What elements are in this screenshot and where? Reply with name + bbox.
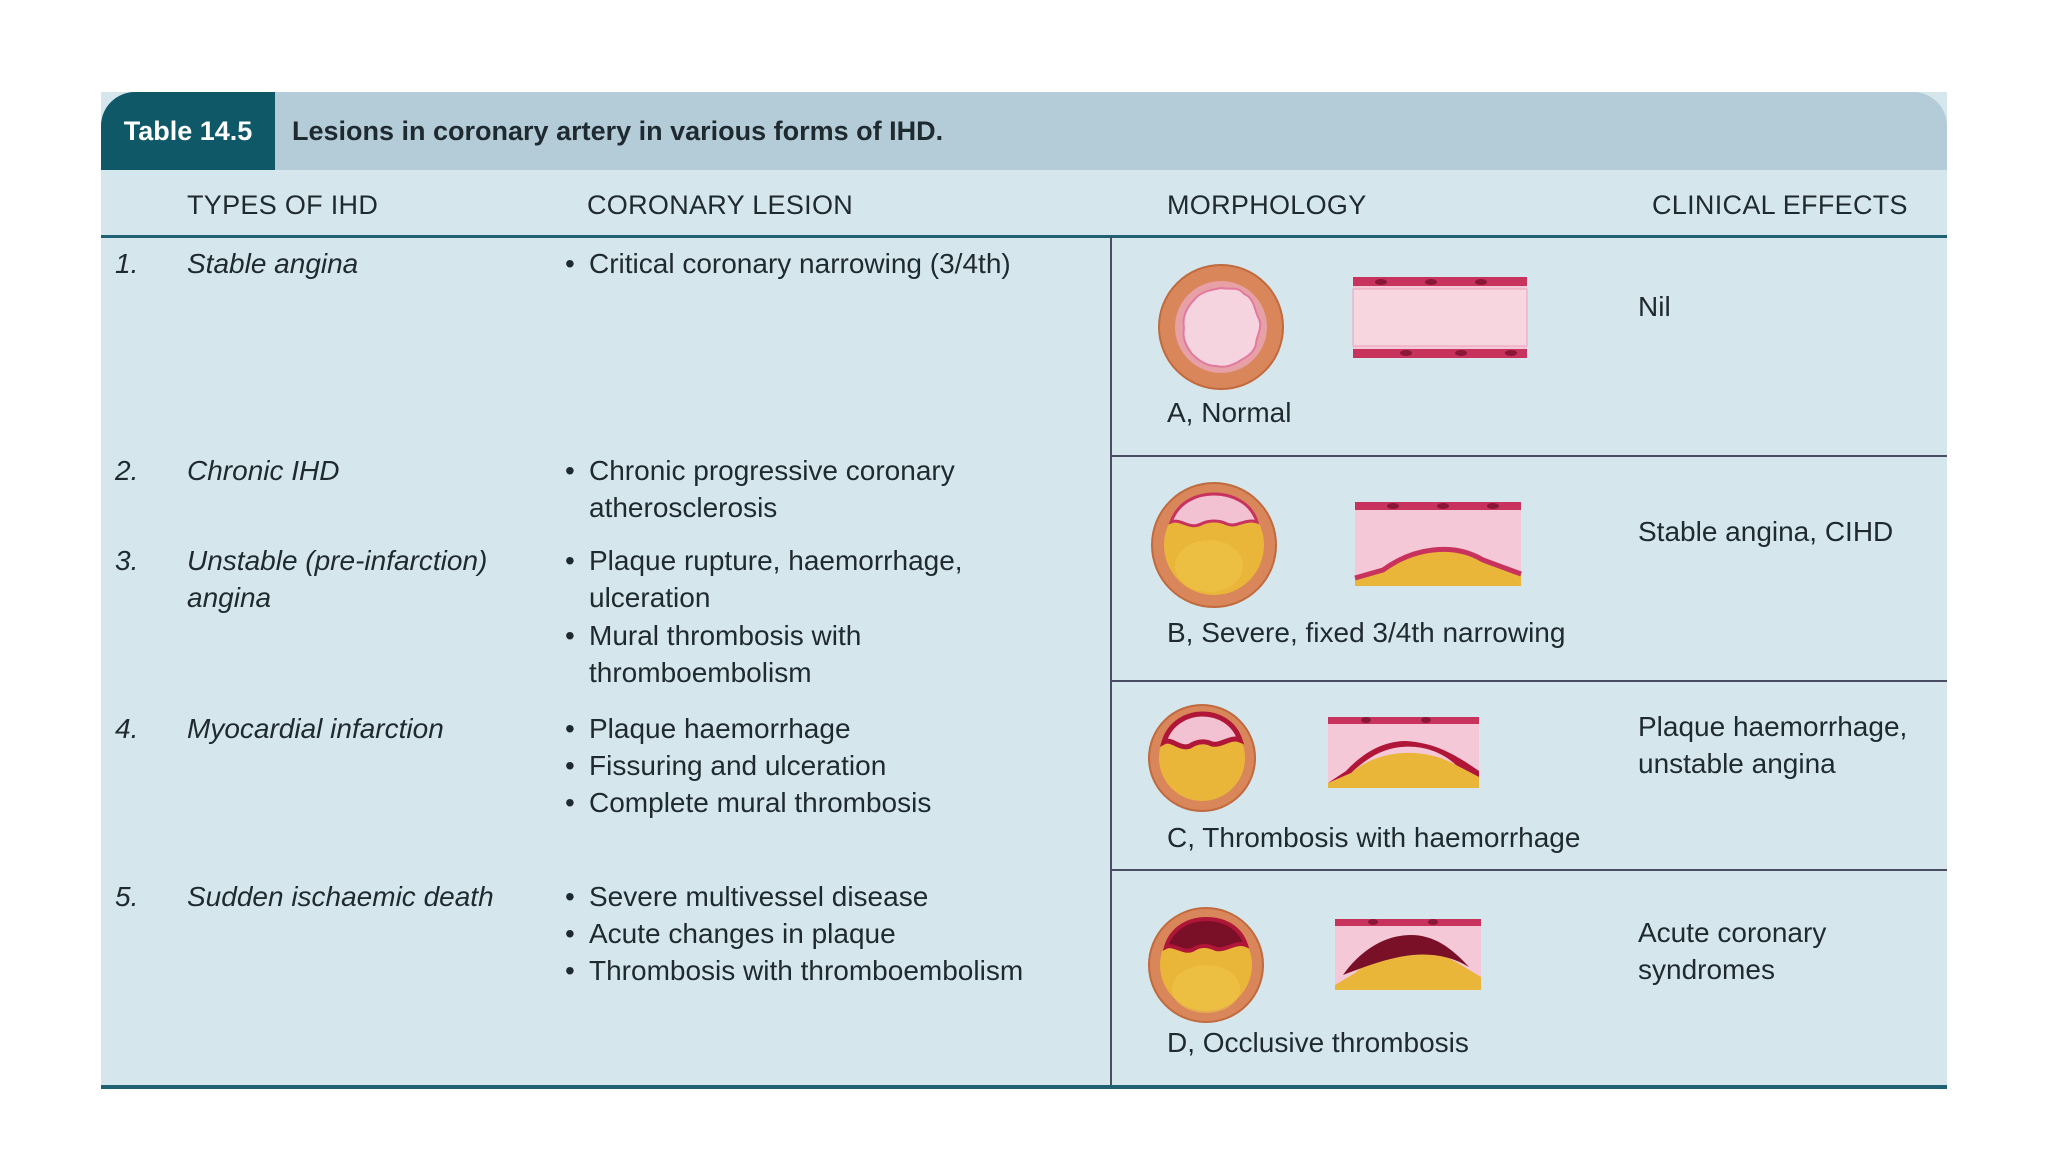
table-title: Lesions in coronary artery in various fo… — [292, 115, 944, 146]
narrowed-artery-longitudinal — [1354, 502, 1522, 586]
clinical-effect: Stable angina, CIHD — [1638, 516, 1894, 547]
ihd-type: Myocardial infarction — [187, 713, 444, 744]
occluded-artery-cross-section — [1148, 907, 1264, 1023]
morphology-caption: C, Thrombosis with haemorrhage — [1167, 822, 1581, 853]
bullet-dot: • — [565, 713, 575, 744]
thrombosed-artery-longitudinal — [1328, 717, 1479, 788]
bullet-dot: • — [565, 248, 575, 279]
row-number: 2. — [115, 455, 139, 486]
normal-artery-cross-section — [1158, 264, 1284, 390]
bullet-dot: • — [565, 545, 575, 576]
lesions-table: Table 14.5 Lesions in coronary artery in… — [101, 92, 1947, 1089]
bullet-dot: • — [565, 955, 575, 986]
row-number: 4. — [115, 713, 139, 744]
row-number: 1. — [115, 248, 139, 279]
thrombosed-artery-cross-section — [1148, 704, 1256, 812]
narrowed-artery-cross-section — [1151, 482, 1277, 608]
morphology-caption: B, Severe, fixed 3/4th narrowing — [1167, 617, 1566, 648]
bullet-dot: • — [565, 918, 575, 949]
bullet-dot: • — [565, 455, 575, 486]
column-header-lesion: CORONARY LESION — [587, 190, 854, 220]
occluded-artery-longitudinal — [1335, 919, 1481, 990]
morphology-caption: D, Occlusive thrombosis — [1167, 1027, 1469, 1058]
bullet-dot: • — [565, 750, 575, 781]
clinical-effect: Nil — [1638, 291, 1671, 322]
row-number: 3. — [115, 545, 139, 576]
ihd-type: Chronic IHD — [187, 455, 340, 486]
morphology-row-divider — [1111, 455, 1947, 457]
clinical-effect: Acute coronary syndromes — [1638, 917, 1827, 985]
ihd-type: Unstable (pre-infarction) angina — [187, 545, 488, 613]
table-bottom-rule — [101, 1085, 1947, 1089]
clinical-effect: Plaque haemorrhage, unstable angina — [1638, 711, 1908, 779]
bullet-dot: • — [565, 787, 575, 818]
morphology-row-divider — [1111, 869, 1947, 871]
column-header-types: TYPES OF IHD — [187, 190, 379, 220]
column-header-clinical: CLINICAL EFFECTS — [1652, 190, 1908, 220]
morphology-column-divider — [1110, 236, 1112, 1087]
header-rule — [101, 235, 1947, 238]
column-header-morphology: MORPHOLOGY — [1167, 190, 1367, 220]
ihd-type: Stable angina — [187, 248, 359, 279]
table-number-badge: Table 14.5 — [101, 92, 275, 170]
morphology-caption: A, Normal — [1167, 397, 1292, 428]
table-header-band: Table 14.5 Lesions in coronary artery in… — [101, 92, 1947, 170]
normal-artery-longitudinal — [1352, 277, 1528, 358]
bullet-dot: • — [565, 881, 575, 912]
morphology-row-divider — [1111, 680, 1947, 682]
bullet-dot: • — [565, 620, 575, 651]
ihd-type: Sudden ischaemic death — [187, 881, 494, 912]
row-number: 5. — [115, 881, 139, 912]
